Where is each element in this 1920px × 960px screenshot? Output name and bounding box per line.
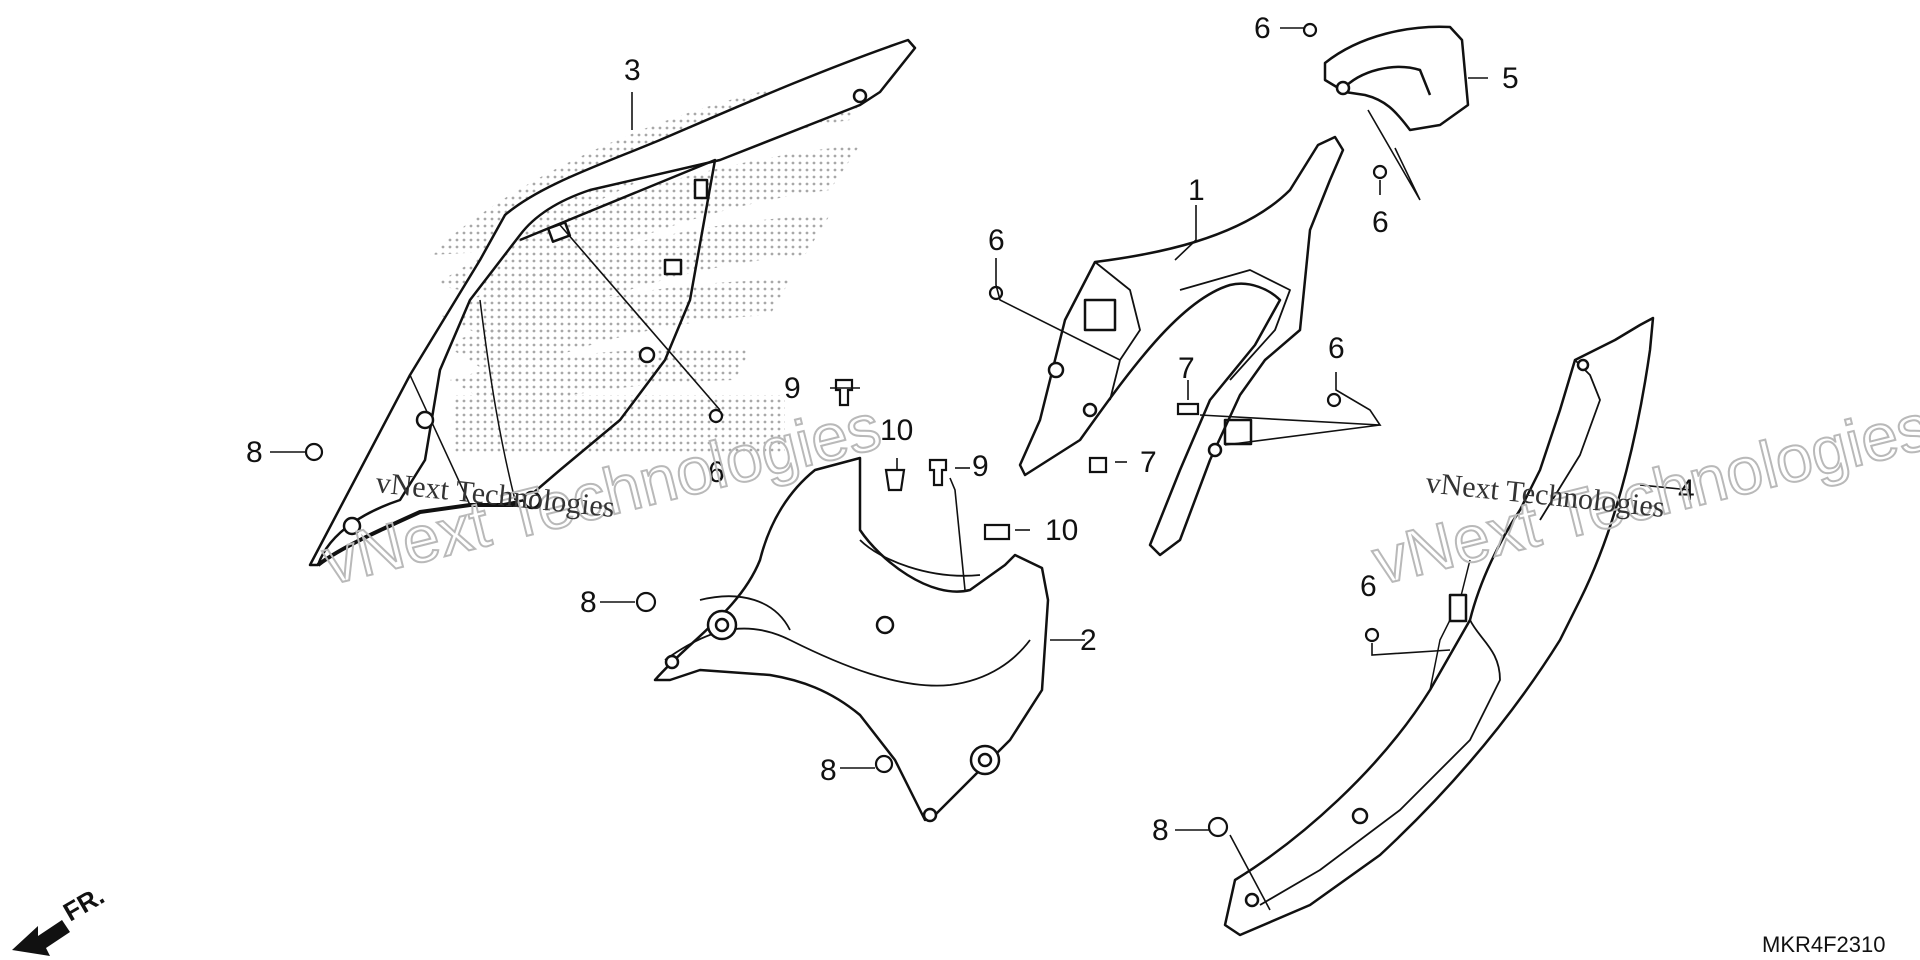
fastener-9 [928, 458, 948, 487]
callout-6: 6 [708, 456, 725, 489]
front-direction-mark: FR. [12, 880, 109, 956]
fastener-6 [1372, 164, 1388, 180]
callout-1: 1 [1188, 174, 1205, 207]
leader-lines [270, 27, 1691, 911]
callout-10: 10 [880, 414, 913, 447]
fastener-8 [874, 754, 894, 774]
callout-7: 7 [1178, 352, 1195, 385]
fastener-8 [635, 591, 657, 613]
callout-8: 8 [580, 586, 597, 619]
fastener-9 [834, 378, 854, 407]
callout-9: 9 [784, 372, 801, 405]
callout-2: 2 [1080, 624, 1097, 657]
fastener-6 [988, 285, 1004, 301]
callout-6: 6 [988, 224, 1005, 257]
callout-6: 6 [1328, 332, 1345, 365]
part-2-lower-cover [653, 456, 1050, 823]
front-arrow-icon [12, 920, 70, 956]
callout-5: 5 [1502, 62, 1519, 95]
callout-8: 8 [246, 436, 263, 469]
callout-4: 4 [1678, 474, 1695, 507]
fastener-6 [1364, 627, 1380, 643]
fastener-6 [708, 408, 724, 424]
fasteners [304, 22, 1388, 838]
callout-3: 3 [624, 54, 641, 87]
callout-6: 6 [1254, 12, 1271, 45]
fastener-7 [1176, 402, 1200, 416]
part-1-inner-panel [1018, 135, 1345, 557]
fastener-10 [884, 468, 906, 492]
diagram-code: MKR4F2310 [1762, 932, 1886, 957]
fastener-8 [304, 442, 324, 462]
callout-7: 7 [1140, 446, 1157, 479]
callout-6: 6 [1360, 570, 1377, 603]
callout-8: 8 [1152, 814, 1169, 847]
callout-6: 6 [1372, 206, 1389, 239]
fastener-7 [1088, 456, 1108, 474]
fastener-6 [1302, 22, 1318, 38]
callout-10: 10 [1045, 514, 1078, 547]
fastener-6 [1326, 392, 1342, 408]
fastener-8 [1207, 816, 1229, 838]
front-label: FR. [58, 880, 109, 927]
part-4-rear-panel [1223, 316, 1655, 937]
callout-9: 9 [972, 450, 989, 483]
callout-8: 8 [820, 754, 837, 787]
part-5-bracket [1323, 25, 1470, 132]
part-3-side-cover [308, 38, 917, 567]
callouts: 3 6 5 6 1 6 6 7 7 9 10 9 10 6 8 2 8 8 4 … [246, 12, 1695, 847]
fastener-10 [983, 523, 1011, 541]
